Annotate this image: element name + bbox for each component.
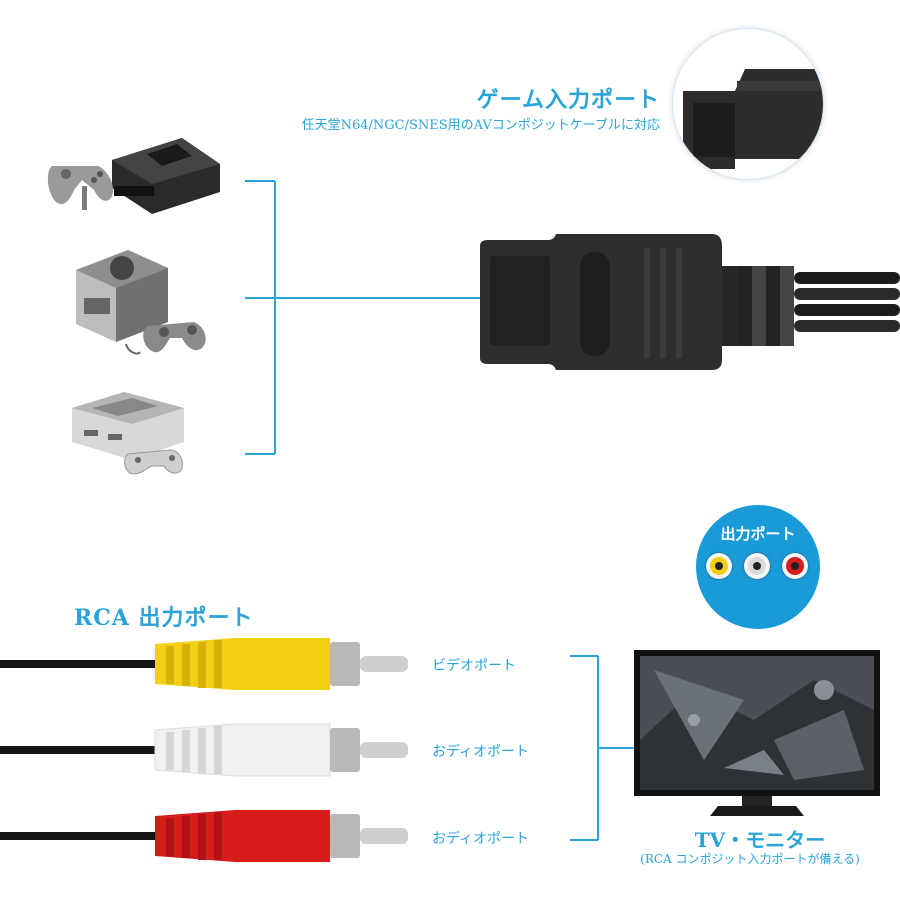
jack-white-icon	[744, 553, 770, 579]
output-port-badge: 出力ポート	[696, 505, 820, 629]
rca-plug-yellow	[155, 638, 408, 690]
rca-label-audio-1: おディオポート	[432, 744, 530, 760]
rca-plugs	[0, 638, 408, 862]
game-connector-plug	[480, 234, 900, 370]
rca-port-title: RCA 出力ポート	[74, 605, 254, 631]
tv-title: TV・モニター	[694, 828, 826, 852]
rca-label-audio-2: おディオポート	[432, 831, 530, 847]
connector-zoom-circle	[672, 28, 824, 180]
jack-red-icon	[782, 553, 808, 579]
snes-console-icon	[72, 392, 184, 475]
output-port-badge-title: 出力ポート	[720, 525, 796, 543]
game-port-subtitle: 任天堂N64/NGC/SNES用のAVコンポジットケーブルに対応	[301, 118, 660, 133]
rca-plug-red	[155, 810, 408, 862]
game-port-title: ゲーム入力ポート	[476, 87, 660, 113]
rca-plug-white	[154, 723, 408, 777]
tv-subtitle: (RCA コンポジット入力ポートが備える)	[640, 852, 860, 866]
gamecube-console-icon	[76, 250, 206, 355]
rca-label-video: ビデオポート	[432, 658, 516, 674]
n64-console-icon	[47, 138, 220, 214]
tv-monitor-icon	[634, 650, 880, 816]
jack-yellow-icon	[706, 553, 732, 579]
